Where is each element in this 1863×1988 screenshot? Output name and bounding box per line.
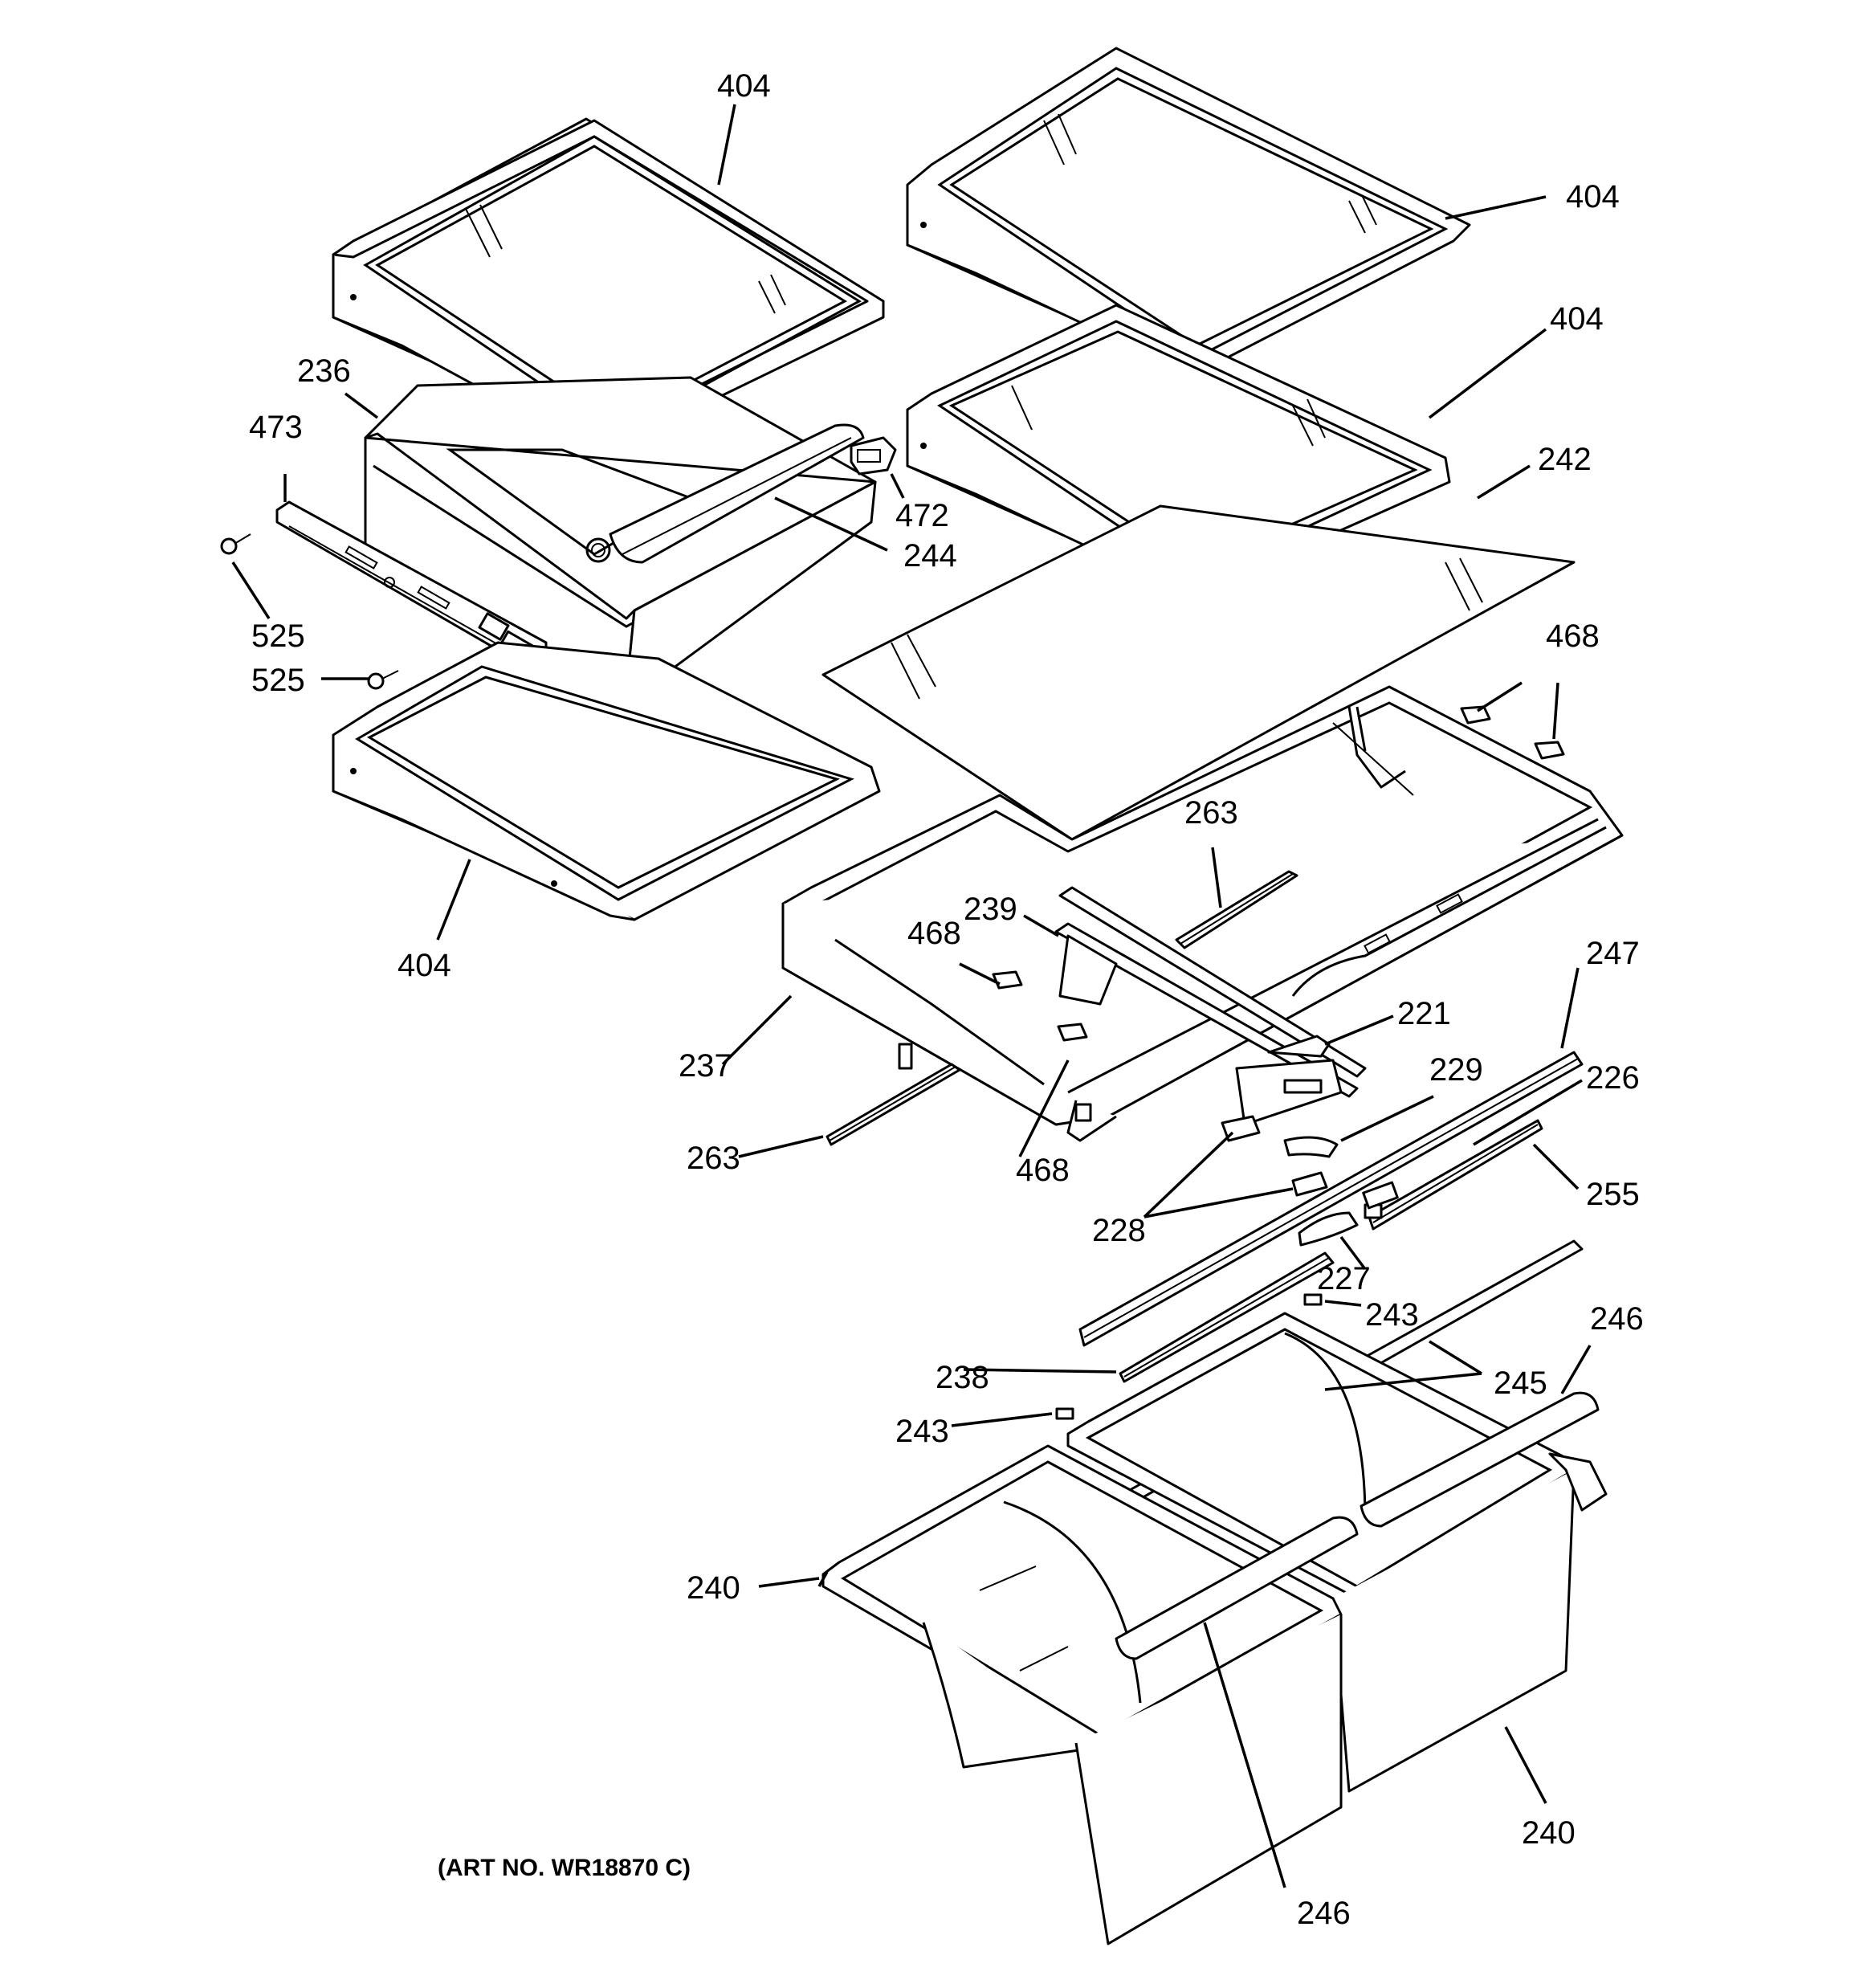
glass-cover-242 [821, 504, 1576, 841]
rail-263-lower [826, 1063, 961, 1146]
guide-238 [1119, 1251, 1335, 1383]
label-525-upper: 525 [251, 618, 305, 654]
label-263-upper: 263 [1184, 795, 1238, 831]
label-243-lower: 243 [895, 1414, 949, 1449]
pan-240-right [1066, 1312, 1608, 1793]
cap-468-lower [1057, 1023, 1088, 1042]
rail-263-upper [1175, 870, 1298, 949]
label-255: 255 [1586, 1177, 1640, 1212]
leader-lines [231, 104, 1592, 1888]
slide-221 [1235, 1035, 1343, 1126]
cap-468-right [1460, 705, 1565, 760]
label-240-right: 240 [1522, 1815, 1576, 1851]
label-404-top-right: 404 [1566, 179, 1620, 214]
label-236: 236 [297, 353, 351, 389]
pan-240-left [821, 1444, 1343, 1945]
label-473: 473 [249, 410, 303, 445]
label-468-center: 468 [907, 916, 961, 951]
bracket-472 [850, 436, 897, 476]
callout-labels: 404 404 404 242 236 473 472 244 525 525 … [249, 68, 1644, 1931]
shelf-top-right [906, 47, 1471, 375]
trim-247 [1078, 1051, 1584, 1347]
label-246-right: 246 [1590, 1301, 1644, 1337]
bearing-228 [1221, 1115, 1328, 1197]
label-242: 242 [1538, 442, 1592, 477]
drawer-cover-244 [609, 423, 865, 564]
handle-246-right [1360, 1391, 1600, 1528]
label-247: 247 [1586, 936, 1640, 971]
label-404-mid-right: 404 [1550, 301, 1604, 337]
label-227: 227 [1317, 1261, 1371, 1296]
label-239: 239 [964, 892, 1017, 927]
label-245: 245 [1494, 1365, 1547, 1401]
stop-243-upper [1303, 1293, 1323, 1306]
bracket-226 [1368, 1119, 1543, 1231]
label-468-right: 468 [1546, 618, 1600, 654]
lever-229 [1283, 1136, 1339, 1158]
label-229: 229 [1429, 1052, 1483, 1088]
label-404-top-left: 404 [717, 68, 771, 104]
stop-243-lower [1055, 1407, 1074, 1420]
label-238: 238 [936, 1360, 989, 1395]
label-221: 221 [1397, 996, 1451, 1031]
label-246-front: 246 [1297, 1896, 1351, 1931]
label-237: 237 [679, 1048, 732, 1084]
label-472: 472 [895, 498, 949, 533]
label-525-lower: 525 [251, 663, 305, 698]
shelf-bottom-left [332, 641, 881, 921]
handle-246-front [1115, 1516, 1359, 1660]
label-240-left: 240 [687, 1570, 740, 1606]
label-243-upper: 243 [1365, 1297, 1419, 1333]
label-244: 244 [903, 538, 957, 574]
label-404-bottom-left: 404 [397, 948, 451, 983]
label-228: 228 [1092, 1213, 1146, 1248]
cap-468-center [992, 970, 1023, 990]
label-468-lower: 468 [1016, 1153, 1070, 1188]
control-knob-227 [1298, 1181, 1399, 1247]
screw-upper [220, 533, 251, 555]
art-number: (ART NO. WR18870 C) [438, 1855, 691, 1881]
label-226: 226 [1586, 1060, 1640, 1096]
screw-lower [367, 670, 399, 690]
label-263-lower: 263 [687, 1141, 740, 1176]
